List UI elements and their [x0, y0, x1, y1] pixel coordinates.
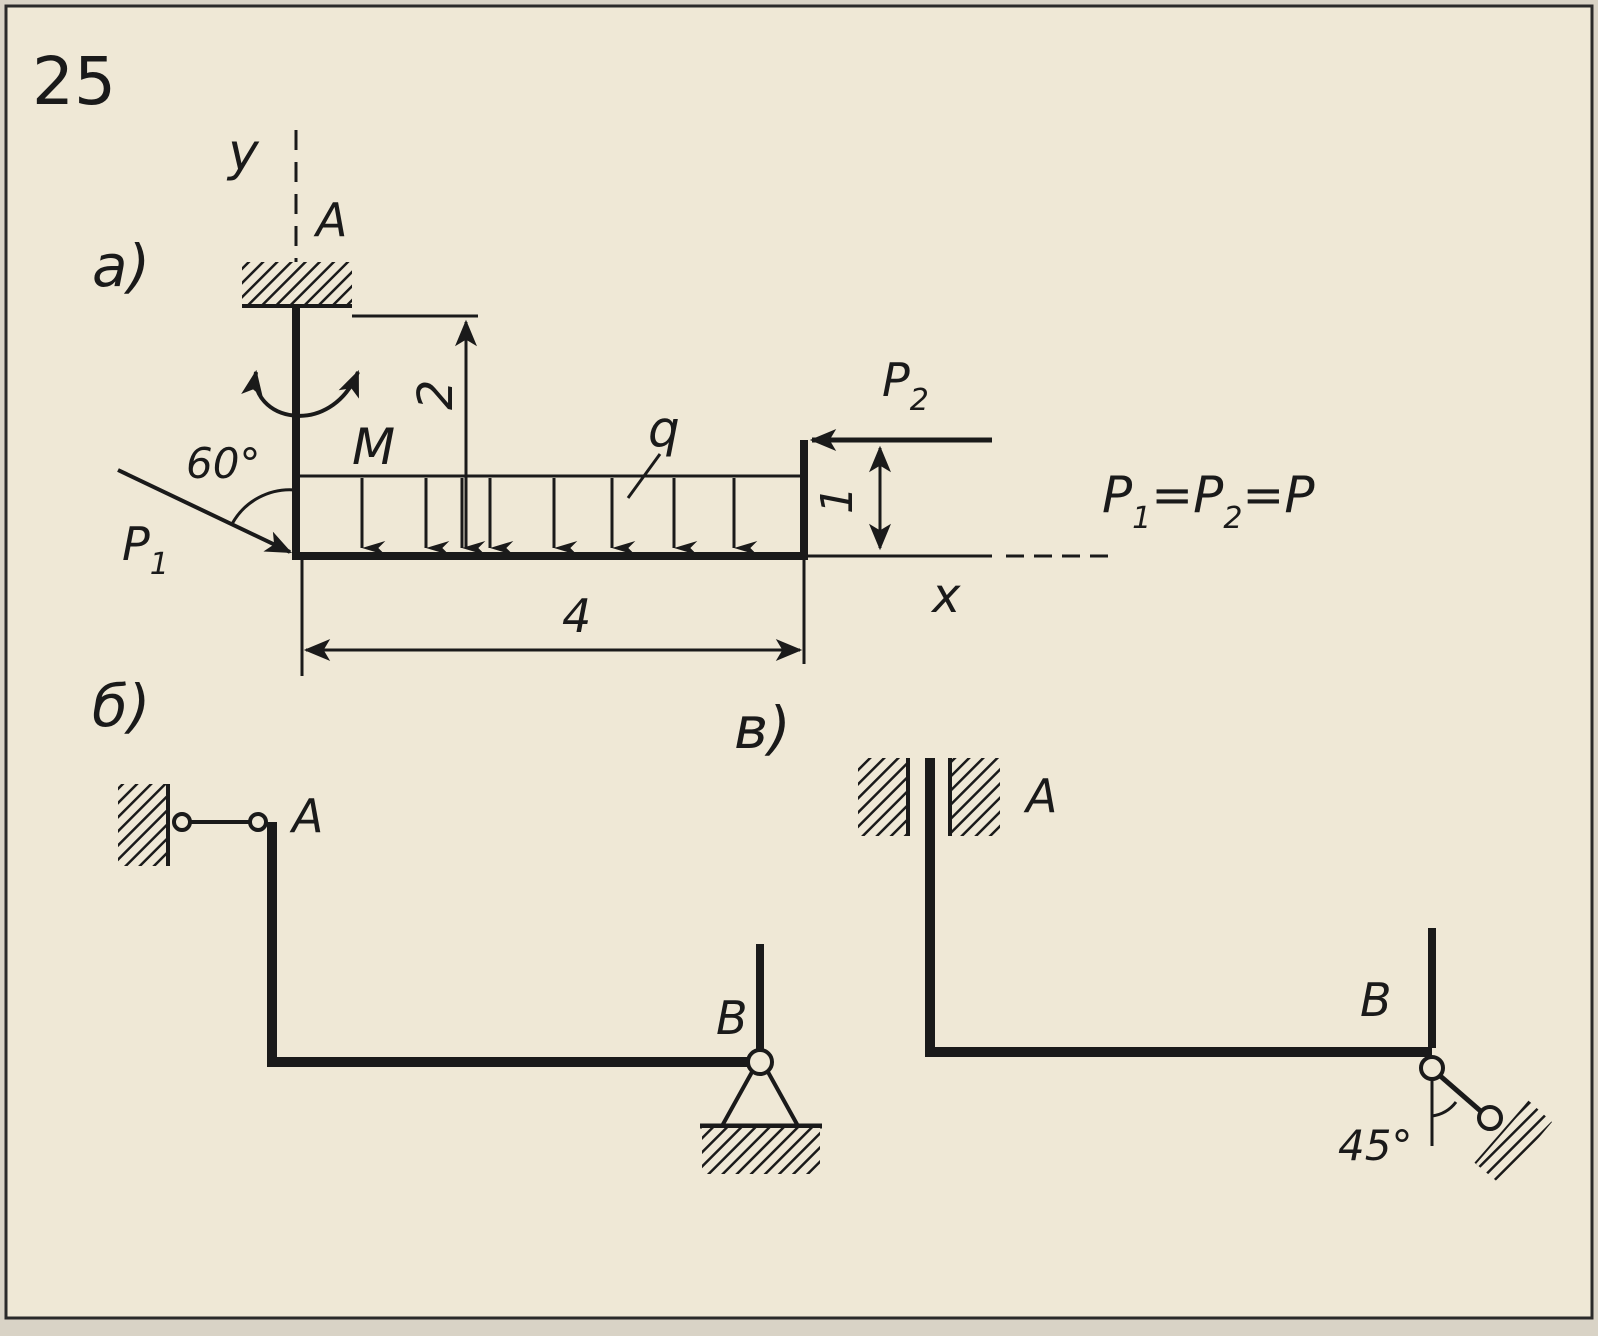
- pin-hinge-b: [746, 1048, 774, 1076]
- dimension-4: 4: [300, 560, 806, 676]
- figure-a-label: а): [92, 232, 150, 300]
- link-hinge-ground: [1477, 1105, 1503, 1131]
- force-p2-subscript: 2: [910, 383, 929, 418]
- relation-rhs: P: [1284, 466, 1315, 524]
- angle-arc-45: [1431, 1101, 1458, 1118]
- link-hinge-frame: [248, 812, 268, 832]
- force-p1-symbol: P: [122, 517, 150, 571]
- relation-p1-p2-p: P1=P2=P: [1102, 466, 1315, 536]
- dimension-1: 1: [812, 445, 891, 551]
- angle-label-45: 45°: [1338, 1121, 1412, 1170]
- relation-p2: P: [1193, 466, 1224, 524]
- figure-v: в) A B 45°: [734, 694, 1552, 1184]
- support-b-label: B: [1360, 973, 1392, 1027]
- relation-sub-2: 2: [1223, 501, 1242, 536]
- force-p1-arrow: [117, 468, 292, 554]
- angle-label-60: 60°: [186, 439, 260, 488]
- dimension-2: 2: [352, 314, 478, 548]
- force-p2: P2: [809, 353, 992, 451]
- support-a-label: A: [1023, 769, 1057, 823]
- dim-4-label: 4: [562, 589, 591, 643]
- figure-a: а) y A x q: [92, 123, 1315, 676]
- frame-b: [267, 822, 760, 1067]
- force-p2-label: P2: [882, 353, 929, 418]
- load-label-q: q: [648, 400, 680, 458]
- inclined-link: [1436, 1072, 1486, 1116]
- relation-sub-1: 1: [1132, 501, 1151, 536]
- moment-label-m: M: [352, 418, 395, 476]
- relation-eq-2: =: [1242, 466, 1284, 524]
- moment-m: M: [241, 369, 395, 476]
- problem-number: 25: [32, 43, 116, 120]
- dim-1-label: 1: [812, 486, 863, 514]
- wall-support-a: [118, 784, 168, 866]
- force-p2-symbol: P: [882, 353, 910, 407]
- relation-p1: P: [1102, 466, 1133, 524]
- fixed-support-a: [242, 262, 352, 306]
- moment-arrow: [241, 369, 360, 418]
- angle-arc-60: [230, 488, 297, 525]
- paper-background: [4, 4, 1594, 1320]
- dim-2-label: 2: [408, 379, 464, 410]
- support-a-label: A: [289, 789, 323, 843]
- force-p1: 60° P1: [117, 439, 297, 582]
- frame-v: [925, 758, 1432, 1057]
- relation-eq-1: =: [1151, 466, 1193, 524]
- force-p1-subscript: 1: [150, 547, 169, 582]
- link-hinge-wall: [172, 812, 192, 832]
- x-axis-label: x: [930, 568, 961, 624]
- link-hinge-frame: [1419, 1055, 1445, 1081]
- y-axis-label: y: [226, 123, 260, 183]
- sleeve-support-left: [858, 758, 908, 836]
- figure-b: б) A B: [92, 672, 822, 1174]
- force-p1-label: P1: [122, 517, 169, 582]
- pin-ground: [702, 1128, 820, 1174]
- frame-a: [292, 306, 808, 560]
- figure-b-label: б): [92, 672, 150, 740]
- ground-hatch: [1476, 1102, 1552, 1184]
- load-leader: [626, 453, 662, 499]
- sleeve-support-right: [950, 758, 1000, 836]
- figure-v-label: в): [734, 694, 791, 762]
- support-a-label: A: [313, 193, 347, 247]
- support-b-label: B: [716, 991, 748, 1045]
- distributed-load-q: q: [296, 400, 804, 555]
